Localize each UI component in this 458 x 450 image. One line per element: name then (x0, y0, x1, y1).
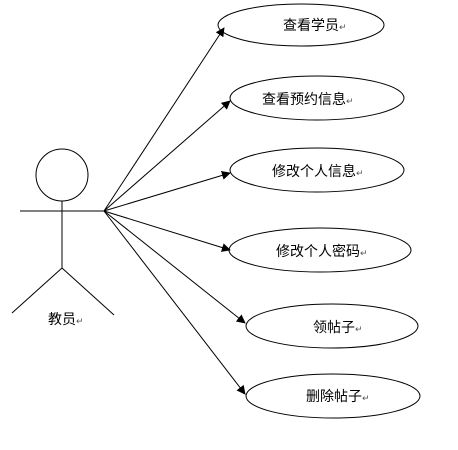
use-case-label-text: 删除帖子 (306, 389, 362, 405)
use-case-label-mark: ↵ (339, 23, 347, 33)
association-arrow-1 (103, 27, 225, 212)
use-case-label-mark: ↵ (356, 169, 364, 179)
associations (103, 27, 246, 395)
actor-head (35, 148, 89, 202)
actor-label-text: 教员 (48, 312, 76, 328)
use-case-label-mark: ↵ (355, 325, 363, 335)
use-case-label-mark: ↵ (360, 249, 368, 259)
association-arrow-6 (103, 210, 246, 395)
actor-right-leg (61, 267, 115, 316)
use-case-label: 查看学员↵ (283, 18, 347, 34)
association-arrow-2 (103, 100, 231, 212)
use-case-ellipse (229, 147, 405, 193)
use-case-ellipse (245, 373, 421, 419)
actor-teacher: 教员↵ (11, 148, 115, 328)
use-case-label: 领帖子↵ (313, 320, 363, 336)
use-case-label-text: 修改个人信息 (272, 163, 356, 180)
use-case-2: 查看预约信息↵ (229, 75, 405, 121)
use-case-label-mark: ↵ (362, 394, 370, 404)
use-case-label-mark: ↵ (346, 97, 354, 107)
use-case-label-text: 查看学员 (283, 18, 339, 34)
association-arrow-5 (103, 210, 246, 324)
use-case-ellipse (228, 227, 412, 273)
use-case-label: 修改个人信息↵ (272, 163, 364, 180)
use-case-1: 查看学员↵ (217, 3, 385, 47)
use-case-4: 修改个人密码↵ (228, 227, 412, 273)
use-case-5: 领帖子↵ (245, 303, 419, 349)
use-case-label: 查看预约信息↵ (262, 91, 354, 108)
actor-label-mark: ↵ (76, 317, 84, 327)
association-arrow-3 (103, 171, 231, 212)
use-case-label-text: 领帖子 (313, 320, 355, 336)
actor-left-leg (11, 267, 63, 314)
use-case-6: 删除帖子↵ (245, 373, 421, 419)
use-case-label: 删除帖子↵ (306, 389, 370, 405)
use-case-label-text: 修改个人密码 (276, 243, 360, 260)
use-case-label: 修改个人密码↵ (276, 243, 368, 260)
use-case-3: 修改个人信息↵ (229, 147, 405, 193)
use-case-ellipse (229, 75, 405, 121)
use-case-ellipse (217, 3, 385, 47)
use-case-label-text: 查看预约信息 (262, 91, 346, 108)
association-arrow-4 (103, 210, 231, 252)
actor-label: 教员↵ (48, 312, 84, 328)
use-case-ellipse (245, 303, 419, 349)
